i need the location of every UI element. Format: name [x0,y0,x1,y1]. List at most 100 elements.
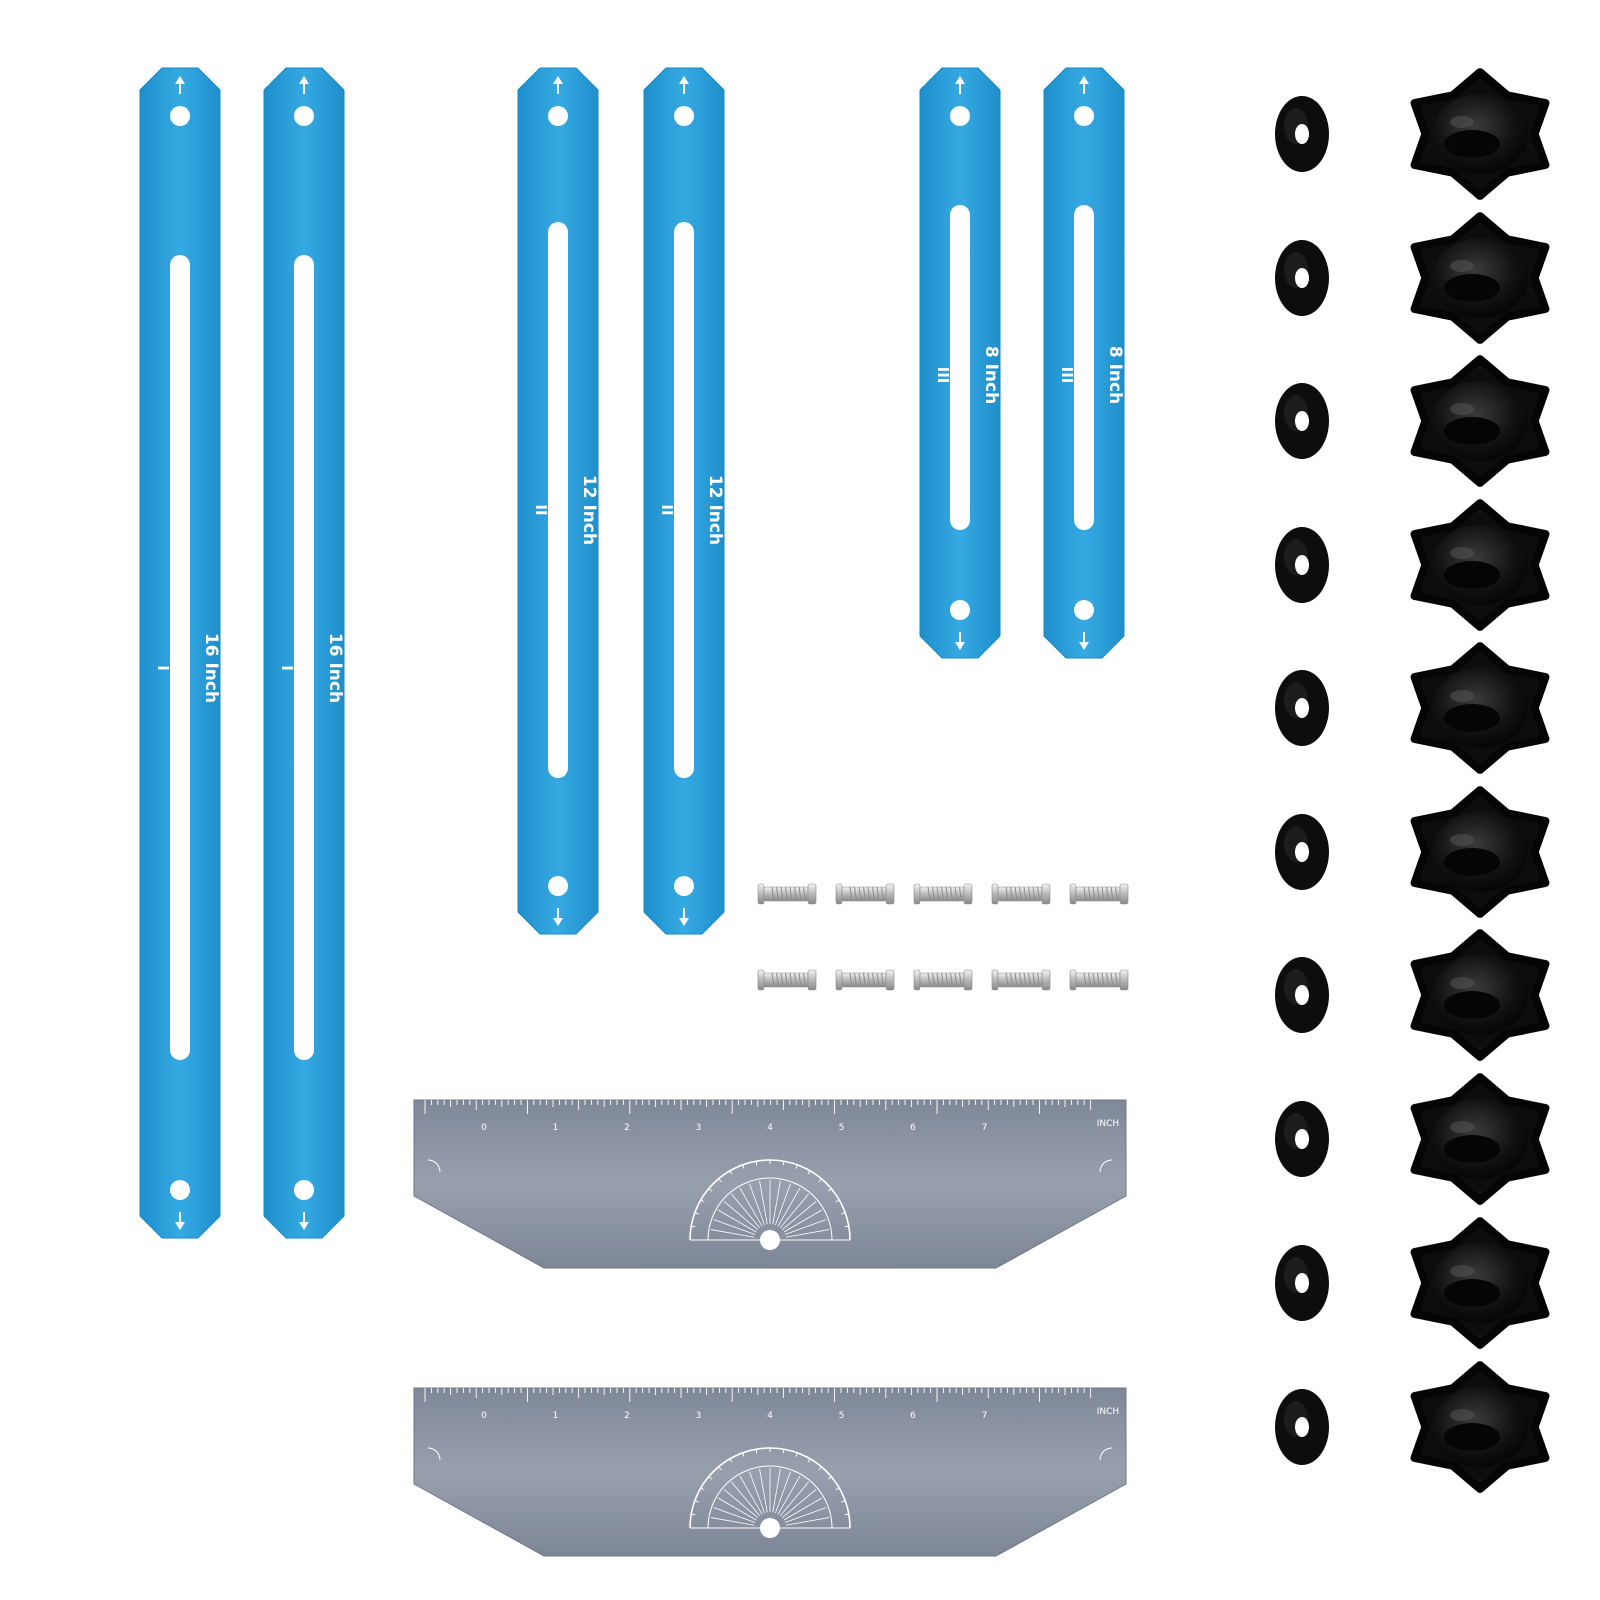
washer-icon [1275,96,1329,172]
bar-slot [294,255,314,1060]
star-knob-icon [1410,68,1550,200]
bar-slot [548,222,568,778]
arrow-down-icon [553,908,563,926]
bar-size-label: 16 Inch [325,633,345,703]
arrow-up-icon [679,76,689,94]
blue-slotted-bar: II 12 Inch [643,67,725,935]
bar-slot [1074,205,1094,530]
bar-hole [170,106,190,126]
star-knob-icon [1410,212,1550,344]
bar-slot [674,222,694,778]
ruler-inch-label: INCH [1097,1119,1119,1129]
bar-size-label: 16 Inch [201,633,221,703]
arrow-down-icon [299,1212,309,1230]
ruler-number: 1 [553,1411,559,1421]
arrow-up-icon [299,76,309,94]
arrow-down-icon [955,632,965,650]
bar-numeral: III [1058,367,1076,384]
arrow-down-icon [1079,632,1089,650]
bolt-icon [991,883,1051,905]
ruler-number: 0 [481,1411,487,1421]
ruler-number: 1 [553,1123,559,1133]
bar-size-label: 8 Inch [981,346,1001,404]
bar-numeral: II [532,504,550,515]
bar-hole [950,600,970,620]
bar-hole [548,876,568,896]
bar-hole [294,1180,314,1200]
ruler-number: 6 [910,1411,916,1421]
washer-icon [1275,957,1329,1033]
ruler-number: 7 [982,1123,988,1133]
star-knob-icon [1410,1073,1550,1205]
bar-size-label: 12 Inch [705,475,725,545]
ruler-number: 3 [696,1411,702,1421]
bolt-icon [991,969,1051,991]
arrow-up-icon [1079,76,1089,94]
protractor-ruler: 0 1 2 3 4 5 6 7 INCH [413,1099,1127,1269]
washer-icon [1275,814,1329,890]
corner-mark [427,1447,441,1461]
bar-hole [674,106,694,126]
protractor-hole [760,1518,780,1538]
arrow-down-icon [679,908,689,926]
bolt-icon [1069,969,1129,991]
bar-slot [950,205,970,530]
star-knob-icon [1410,1217,1550,1349]
arrow-up-icon [955,76,965,94]
blue-slotted-bar: II 12 Inch [517,67,599,935]
protractor-icon [689,1447,851,1538]
bar-hole [548,106,568,126]
washer-icon [1275,1245,1329,1321]
ruler-number: 2 [624,1123,630,1133]
protractor-icon [689,1159,851,1250]
bar-hole [674,876,694,896]
bolt-icon [757,969,817,991]
star-knob-icon [1410,642,1550,774]
bolt-icon [913,969,973,991]
bar-hole [170,1180,190,1200]
ruler-number: 3 [696,1123,702,1133]
bar-numeral: II [658,504,676,515]
star-knob-icon [1410,786,1550,918]
bar-slot [170,255,190,1060]
star-knob-icon [1410,499,1550,631]
bar-numeral: I [278,665,296,671]
bar-size-label: 8 Inch [1105,346,1125,404]
ruler-number: 4 [767,1123,773,1133]
bolt-icon [1069,883,1129,905]
ruler-number: 6 [910,1123,916,1133]
corner-mark [1099,1159,1113,1173]
washer-icon [1275,240,1329,316]
ruler-number: 0 [481,1123,487,1133]
bar-numeral: I [154,665,172,671]
washer-icon [1275,670,1329,746]
blue-slotted-bar: III 8 Inch [1043,67,1125,659]
ruler-number: 5 [839,1411,845,1421]
bar-hole [950,106,970,126]
bar-size-label: 12 Inch [579,475,599,545]
ruler-number: 5 [839,1123,845,1133]
washer-icon [1275,527,1329,603]
blue-slotted-bar: I 16 Inch [139,67,221,1239]
washer-icon [1275,383,1329,459]
star-knob-icon [1410,929,1550,1061]
blue-slotted-bar: I 16 Inch [263,67,345,1239]
ruler-number: 2 [624,1411,630,1421]
ruler-number: 4 [767,1411,773,1421]
star-knob-icon [1410,355,1550,487]
bar-hole [294,106,314,126]
bolt-icon [835,883,895,905]
bar-hole [1074,106,1094,126]
star-knob-icon [1410,1361,1550,1493]
corner-mark [1099,1447,1113,1461]
bar-hole [1074,600,1094,620]
bolt-icon [757,883,817,905]
arrow-up-icon [175,76,185,94]
corner-mark [427,1159,441,1173]
washer-icon [1275,1101,1329,1177]
protractor-hole [760,1230,780,1250]
ruler-inch-label: INCH [1097,1407,1119,1417]
